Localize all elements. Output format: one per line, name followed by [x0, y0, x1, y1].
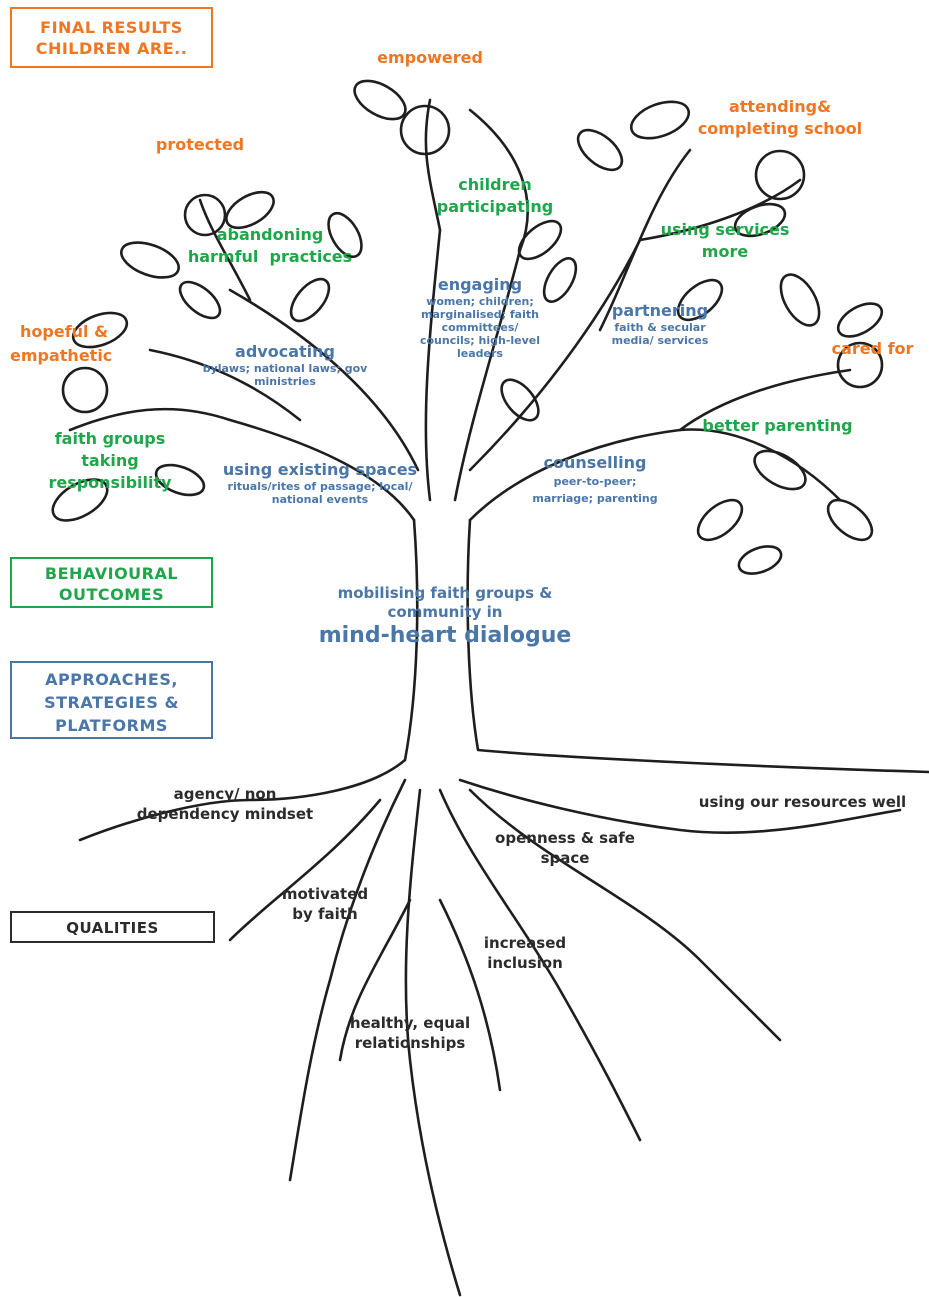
quality-openness-line2: space: [540, 849, 590, 867]
outcome-children-participating: children participating: [420, 174, 570, 218]
qualities-box: QUALITIES: [10, 911, 215, 943]
approach-using-spaces-sub1: rituals/rites of passage; local/: [227, 480, 413, 493]
result-cared-for-text: cared for: [831, 339, 914, 358]
approaches-line1: APPROACHES,: [45, 670, 178, 689]
quality-motivated: motivated by faith: [270, 884, 380, 924]
center-mobilising: mobilising faith groups & community in m…: [300, 584, 590, 650]
result-hopeful-line1: hopeful &: [20, 322, 109, 341]
outcome-children-line1: children: [458, 175, 532, 194]
quality-relationships: healthy, equal relationships: [330, 1013, 490, 1053]
approaches-line3: PLATFORMS: [55, 716, 168, 735]
tree-roots: [78, 758, 407, 842]
approach-advocating: advocating bylaws; national laws; gov mi…: [180, 342, 390, 388]
result-cared-for: cared for: [820, 339, 925, 358]
outcome-faith-groups-line1: faith groups: [54, 429, 166, 448]
quality-openness: openness & safe space: [480, 828, 650, 868]
approach-engaging-sub4: councils; high-level: [419, 334, 541, 347]
quality-agency-line1: agency/ non: [173, 785, 277, 803]
outcome-abandoning-line1: abandoning: [216, 225, 324, 244]
outcome-better-parenting: better parenting: [690, 415, 865, 437]
quality-motivated-line2: by faith: [292, 905, 358, 923]
quality-inclusion-line2: inclusion: [487, 954, 563, 972]
outcome-faith-groups-line2: taking: [81, 451, 139, 470]
approach-engaging-sub5: leaders: [457, 347, 503, 360]
behavioural-line1: BEHAVIOURAL: [44, 564, 179, 583]
outcome-better-parenting-text: better parenting: [702, 416, 853, 435]
behavioural-outcomes-box: BEHAVIOURAL OUTCOMES: [10, 557, 213, 608]
final-results-box: FINAL RESULTS CHILDREN ARE..: [10, 7, 213, 68]
approach-advocating-sub1: bylaws; national laws; gov: [202, 362, 368, 375]
approach-partnering-title: partnering: [611, 301, 709, 320]
outcome-using-services-line2: more: [701, 242, 749, 261]
tree-trunk: [403, 518, 419, 762]
quality-relationships-line2: relationships: [354, 1034, 466, 1052]
qualities-label: QUALITIES: [66, 919, 159, 937]
approach-advocating-title: advocating: [235, 342, 335, 361]
result-attending-line2: completing school: [697, 119, 863, 138]
center-line1: mobilising faith groups &: [337, 584, 553, 602]
outcome-using-services: using services more: [645, 219, 805, 263]
approach-engaging-title: engaging: [437, 275, 523, 294]
outcome-faith-groups-line3: responsibility: [48, 473, 172, 492]
approach-partnering: partnering faith & secular media/ servic…: [590, 301, 730, 347]
behavioural-line2: OUTCOMES: [58, 585, 165, 604]
approach-counselling-sub1: peer-to-peer;: [553, 475, 637, 488]
approach-engaging-sub1: women; children;: [426, 295, 534, 308]
approach-counselling-sub2: marriage; parenting: [532, 492, 658, 505]
approach-using-spaces-sub2: national events: [271, 493, 369, 506]
approach-engaging-sub2: marginalised; faith: [421, 308, 539, 321]
quality-resources: using our resources well: [680, 792, 925, 812]
center-main: mind-heart dialogue: [318, 623, 572, 648]
final-results-line1: FINAL RESULTS: [40, 18, 183, 37]
result-hopeful: hopeful & empathetic: [10, 320, 130, 368]
result-protected: protected: [140, 135, 260, 154]
result-attending: attending& completing school: [680, 96, 880, 140]
approach-advocating-sub2: ministries: [254, 375, 316, 388]
result-protected-text: protected: [155, 135, 245, 154]
outcome-faith-groups: faith groups taking responsibility: [35, 428, 185, 494]
quality-relationships-line1: healthy, equal: [349, 1014, 471, 1032]
approaches-box: APPROACHES, STRATEGIES & PLATFORMS: [10, 661, 213, 739]
outcome-using-services-line1: using services: [660, 220, 790, 239]
quality-resources-text: using our resources well: [698, 793, 907, 811]
quality-motivated-line1: motivated: [281, 885, 369, 903]
approaches-line2: STRATEGIES &: [44, 693, 179, 712]
quality-agency-line2: dependency mindset: [136, 805, 314, 823]
approach-using-spaces: using existing spaces rituals/rites of p…: [205, 460, 435, 506]
result-hopeful-line2: empathetic: [10, 346, 113, 365]
approach-counselling: counselling peer-to-peer; marriage; pare…: [510, 453, 680, 507]
result-empowered: empowered: [360, 48, 500, 67]
outcome-abandoning: abandoning harmful practices: [170, 224, 370, 268]
result-empowered-text: empowered: [377, 48, 483, 67]
quality-inclusion-line1: increased: [483, 934, 567, 952]
center-line2: community in: [387, 603, 503, 621]
quality-inclusion: increased inclusion: [470, 933, 580, 973]
approach-partnering-sub1: faith & secular: [614, 321, 706, 334]
approach-counselling-title: counselling: [543, 453, 647, 472]
final-results-line2: CHILDREN ARE..: [35, 39, 188, 58]
quality-openness-line1: openness & safe: [495, 829, 635, 847]
result-attending-line1: attending&: [728, 97, 832, 116]
approach-partnering-sub2: media/ services: [611, 334, 709, 347]
quality-agency: agency/ non dependency mindset: [115, 784, 335, 824]
outcome-abandoning-line2: harmful practices: [187, 247, 353, 266]
approach-engaging-sub3: committees/: [441, 321, 519, 334]
approach-using-spaces-title: using existing spaces: [222, 460, 418, 479]
approach-engaging: engaging women; children; marginalised; …: [400, 275, 560, 360]
outcome-children-line2: participating: [436, 197, 554, 216]
